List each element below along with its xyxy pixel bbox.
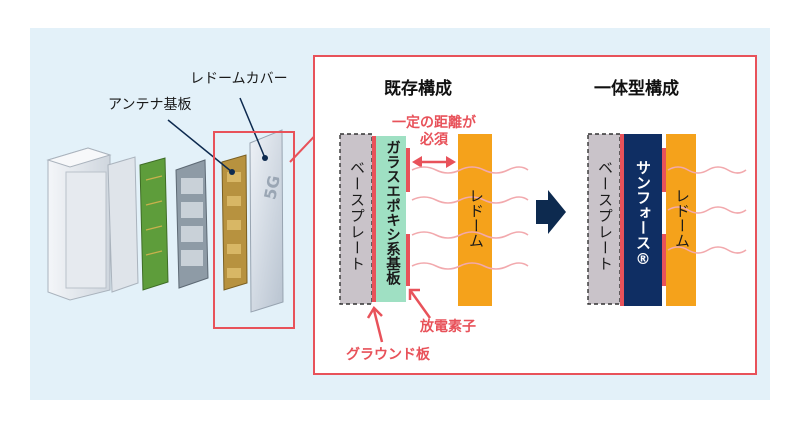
radiating-element-4 (662, 234, 666, 286)
radiating-element-3 (662, 148, 666, 192)
shield-board (107, 156, 139, 293)
radome-right-label: レドーム (673, 188, 691, 248)
integrated-config-diagram (587, 133, 747, 306)
ground-plate-right (620, 134, 624, 306)
distance-note-line2: 必須 (420, 132, 448, 148)
radiating-element-label: 放電素子 (420, 319, 476, 335)
antenna-board-pointer (167, 119, 233, 173)
radiating-element-1 (406, 148, 410, 192)
pcb-board (139, 157, 169, 291)
radome-left (458, 134, 492, 306)
base-plate-right (587, 133, 621, 305)
glass-epoxy-board (376, 136, 406, 302)
sunforce-layer (624, 134, 662, 306)
base-plate-left (339, 133, 373, 305)
radome-right (666, 134, 696, 306)
glass-epoxy-label: ガラスエポキシ系基板 (384, 140, 400, 285)
integrated-config-title: 一体型構成 (594, 79, 679, 99)
ground-plate-left (372, 136, 376, 302)
existing-config-diagram (339, 133, 529, 343)
radiating-element-2 (406, 234, 410, 286)
highlight-box (213, 131, 295, 329)
transition-arrow (536, 190, 566, 234)
radome-cover-pointer (239, 97, 266, 159)
exploded-antenna-view (46, 129, 284, 313)
base-plate-left-label: ベースプレート (348, 160, 366, 272)
existing-config-title: 既存構成 (384, 79, 452, 99)
antenna-board-label: アンテナ基板 (108, 97, 192, 113)
sunforce-label: サンフォース® (634, 160, 652, 268)
base-plate-right-label: ベースプレート (596, 160, 614, 272)
ground-plate-label: グラウンド板 (346, 347, 430, 363)
distance-note-line1: 一定の距離が (392, 115, 476, 131)
radome-cover-panel (249, 129, 284, 313)
radome-cover-label: レドームカバー (190, 71, 288, 87)
radome-left-label: レドーム (467, 188, 485, 248)
